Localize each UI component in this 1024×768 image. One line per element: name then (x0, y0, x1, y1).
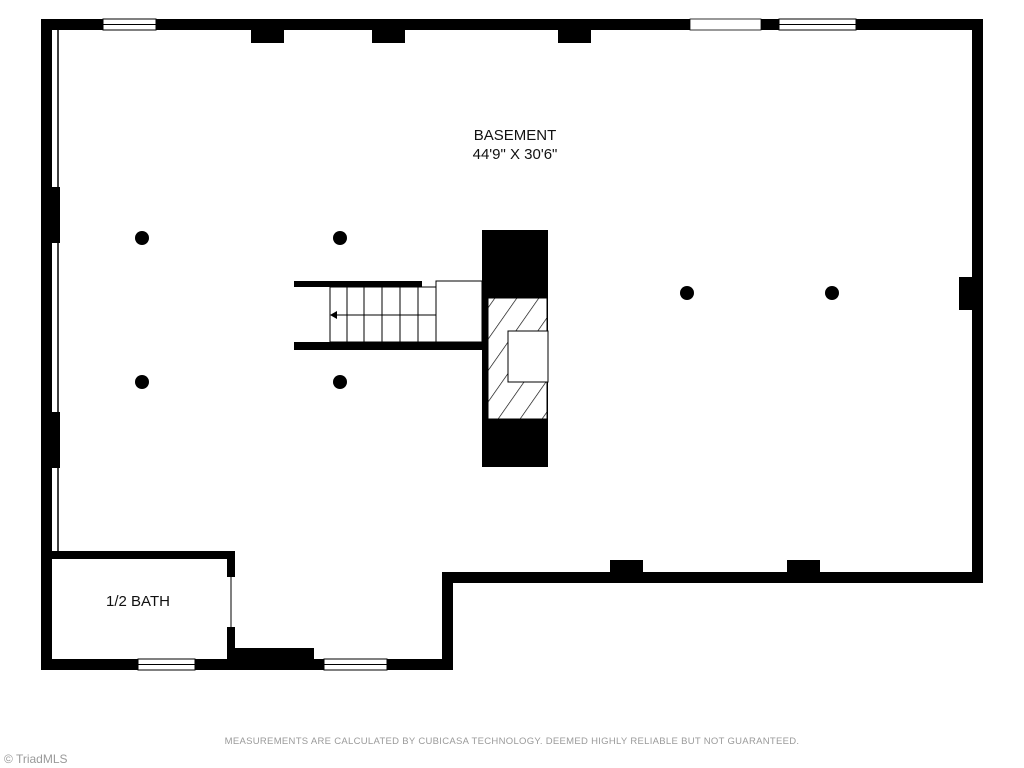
support-post (825, 286, 839, 300)
bath-walls (41, 551, 235, 670)
half-bath-label: 1/2 BATH (68, 592, 208, 611)
window (778, 18, 857, 31)
door-opening (689, 18, 762, 31)
support-post (680, 286, 694, 300)
wall-columns (41, 29, 974, 662)
stair-direction-arrow-icon (330, 311, 337, 319)
support-post (135, 375, 149, 389)
basement-label: BASEMENT 44'9" X 30'6" (415, 126, 615, 164)
support-post (333, 375, 347, 389)
windows (102, 18, 857, 671)
support-post (135, 231, 149, 245)
room-dimensions: 44'9" X 30'6" (472, 146, 558, 163)
exterior-walls (41, 19, 983, 670)
window (323, 658, 388, 671)
support-post (333, 231, 347, 245)
measurement-disclaimer: MEASUREMENTS ARE CALCULATED BY CUBICASA … (224, 736, 800, 747)
staircase (294, 280, 483, 350)
window (102, 18, 157, 31)
copyright-notice: © TriadMLS (4, 752, 68, 766)
window (137, 658, 196, 671)
fireplace-hearth (507, 330, 549, 383)
support-posts (135, 231, 839, 389)
fireplace (482, 230, 549, 467)
room-name: 1/2 BATH (106, 593, 170, 610)
room-name: BASEMENT (473, 127, 557, 144)
